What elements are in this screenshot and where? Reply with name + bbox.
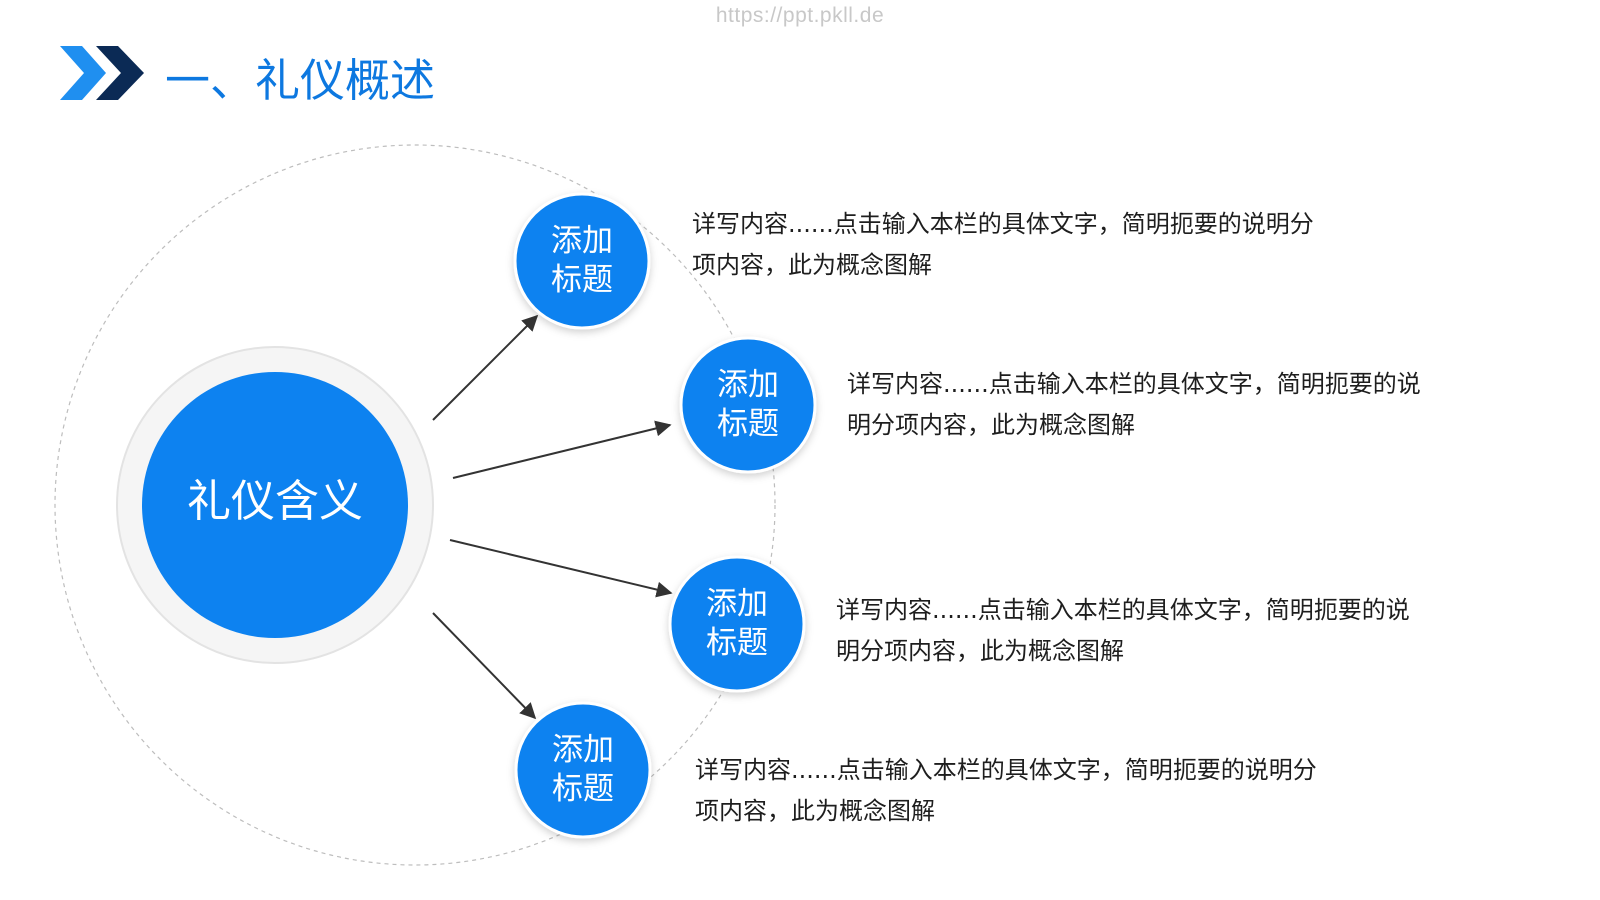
node-circle-3 <box>668 555 806 693</box>
node-label-line2: 标题 <box>717 406 779 442</box>
node-label-line2: 标题 <box>552 771 614 807</box>
node-circle-4 <box>514 701 652 839</box>
description-line1: 详写内容......点击输入本栏的具体文字，简明扼要的说 <box>847 370 1421 398</box>
node-label-line1: 添加 <box>717 367 779 403</box>
description-line1: 详写内容......点击输入本栏的具体文字，简明扼要的说明分 <box>692 210 1314 238</box>
description-line2: 项内容，此为概念图解 <box>695 797 935 825</box>
node-circle-2 <box>679 336 817 474</box>
description-line2: 项内容，此为概念图解 <box>692 251 932 279</box>
description-1: 详写内容......点击输入本栏的具体文字，简明扼要的说明分 项内容，此为概念图… <box>692 204 1314 286</box>
chevron-right-shape <box>96 46 144 100</box>
description-line1: 详写内容......点击输入本栏的具体文字，简明扼要的说 <box>836 596 1410 624</box>
arrow-1 <box>432 314 539 421</box>
description-3: 详写内容......点击输入本栏的具体文字，简明扼要的说 明分项内容，此为概念图… <box>836 590 1410 672</box>
node-label-line1: 添加 <box>551 223 613 259</box>
node-label-line1: 添加 <box>552 732 614 768</box>
watermark-url: https://ppt.pkll.de <box>715 4 885 27</box>
page-title: 一、礼仪概述 <box>165 54 436 107</box>
center-label: 礼仪含义 <box>187 476 363 527</box>
node-label-3: 添加 标题 <box>667 585 807 663</box>
node-label-4: 添加 标题 <box>513 731 653 809</box>
dashed-orbit <box>54 144 776 866</box>
node-label-line1: 添加 <box>706 586 768 622</box>
description-line2: 明分项内容，此为概念图解 <box>847 411 1135 439</box>
node-circle-1 <box>513 192 651 330</box>
description-2: 详写内容......点击输入本栏的具体文字，简明扼要的说 明分项内容，此为概念图… <box>847 364 1421 446</box>
node-label-2: 添加 标题 <box>678 366 818 444</box>
description-4: 详写内容......点击输入本栏的具体文字，简明扼要的说明分 项内容，此为概念图… <box>695 750 1317 832</box>
node-label-line2: 标题 <box>706 625 768 661</box>
arrow-3 <box>449 539 673 598</box>
node-label-line2: 标题 <box>551 262 613 298</box>
arrow-4 <box>432 612 537 720</box>
double-chevron-right-icon <box>60 46 144 100</box>
description-line2: 明分项内容，此为概念图解 <box>836 637 1124 665</box>
arrow-2 <box>452 420 672 479</box>
chevron-left-shape <box>60 46 106 100</box>
center-circle <box>142 372 408 638</box>
node-label-1: 添加 标题 <box>512 222 652 300</box>
description-line1: 详写内容......点击输入本栏的具体文字，简明扼要的说明分 <box>695 756 1317 784</box>
